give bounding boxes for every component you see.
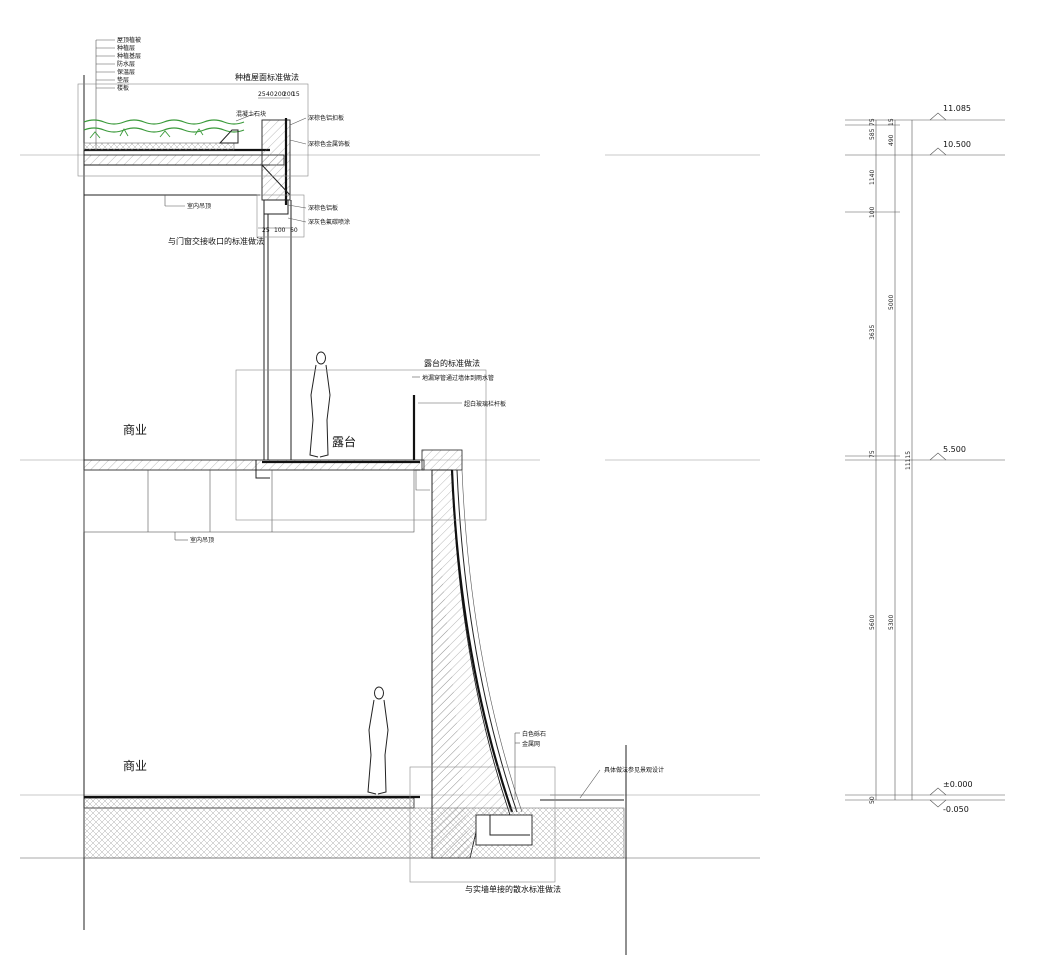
roof-detail-dim-5: 15 xyxy=(292,91,300,98)
dim-inner-3635: 3635 xyxy=(869,325,876,340)
commercial-lower-label: 商业 xyxy=(123,758,147,773)
roof-layer-2: 种植层 xyxy=(117,44,135,52)
dim-middle-490: 490 xyxy=(888,134,895,146)
dim-small-100: 100 xyxy=(869,206,876,218)
base-label-1: 白色砾石 xyxy=(522,730,546,738)
curved-facade xyxy=(431,469,523,859)
parapet-label-1: 深棕色铝扣板 xyxy=(308,114,344,122)
elevation-dimension-chain xyxy=(845,112,1005,808)
roof-detail-dim-3: 200 xyxy=(274,91,286,98)
detail-dimension-strips xyxy=(258,97,292,229)
terrace-detail-title: 露台的标准做法 xyxy=(424,358,480,368)
terrace-label: 露台 xyxy=(332,434,356,449)
elevation-5500: 5.500 xyxy=(943,445,966,454)
building-structure xyxy=(83,40,627,955)
ceiling-lower-label: 室内吊顶 xyxy=(190,536,214,544)
roof-detail-title: 种植屋面标准做法 xyxy=(235,72,299,82)
roof-layer-7: 楼板 xyxy=(117,84,129,92)
green-roof-vegetation xyxy=(83,119,245,139)
dim-small-15: 15 xyxy=(888,118,895,126)
elevation-10500: 10.500 xyxy=(943,140,971,149)
human-figure-lower xyxy=(367,686,389,795)
window-label-1: 深棕色铝板 xyxy=(308,204,338,212)
terrace-drain-label: 地漏穿管通过墙体到雨水管 xyxy=(422,374,494,382)
roof-detail-dim-2: 40 xyxy=(266,91,274,98)
dim-small-75-mid: 75 xyxy=(869,450,876,458)
dim-inner-585: 585 xyxy=(869,128,876,140)
dim-small-50: 50 xyxy=(869,796,876,804)
roof-layer-3: 种植基层 xyxy=(117,52,141,60)
roof-detail-dim-1: 25 xyxy=(258,91,266,98)
roof-detail-dim-4: 200 xyxy=(283,91,295,98)
detail-frames xyxy=(77,83,556,883)
window-dim-2: 100 xyxy=(274,227,286,234)
base-label-2: 金属网 xyxy=(522,740,540,748)
window-label-2: 深灰色氟碳喷涂 xyxy=(308,218,350,226)
roof-layer-6: 垫层 xyxy=(117,76,129,84)
window-dim-1: 25 xyxy=(262,227,270,234)
dim-middle-5000: 5000 xyxy=(888,295,895,310)
roof-layer-5: 保温层 xyxy=(117,68,135,76)
roof-layer-labels: 屋顶植被 种植层 种植基层 防水层 保温层 垫层 楼板 xyxy=(117,36,141,92)
roof-layer-4: 防水层 xyxy=(117,60,135,68)
elevation-minus-0050: -0.050 xyxy=(943,805,969,814)
leader-lines xyxy=(96,39,601,800)
window-detail-title: 与门窗交接收口的标准做法 xyxy=(168,236,264,246)
glass-railing-label: 超白玻璃栏杆板 xyxy=(464,400,506,408)
dim-small-75-top: 75 xyxy=(869,118,876,126)
roof-layer-1: 屋顶植被 xyxy=(117,36,141,44)
elevation-0000: ±0.000 xyxy=(943,780,973,789)
elevation-11085: 11.085 xyxy=(943,104,971,113)
window-dim-3: 60 xyxy=(290,227,298,234)
landscape-label: 具体做法参见景观设计 xyxy=(604,766,664,774)
base-detail-title: 与实墙单接的散水标准做法 xyxy=(465,884,561,894)
dim-inner-1140: 1140 xyxy=(869,170,876,185)
level-lines xyxy=(20,154,760,859)
parapet-label-2: 深棕色金属饰板 xyxy=(308,140,350,148)
commercial-upper-label: 商业 xyxy=(123,422,147,437)
dim-inner-5600: 5600 xyxy=(869,615,876,630)
soil-retaining-label: 混凝土石块 xyxy=(236,110,266,118)
human-figure-upper xyxy=(309,351,331,458)
ceiling-upper-label: 室内吊顶 xyxy=(187,202,211,210)
dim-middle-5300: 5300 xyxy=(888,615,895,630)
dim-outer-11115: 11115 xyxy=(905,451,912,470)
